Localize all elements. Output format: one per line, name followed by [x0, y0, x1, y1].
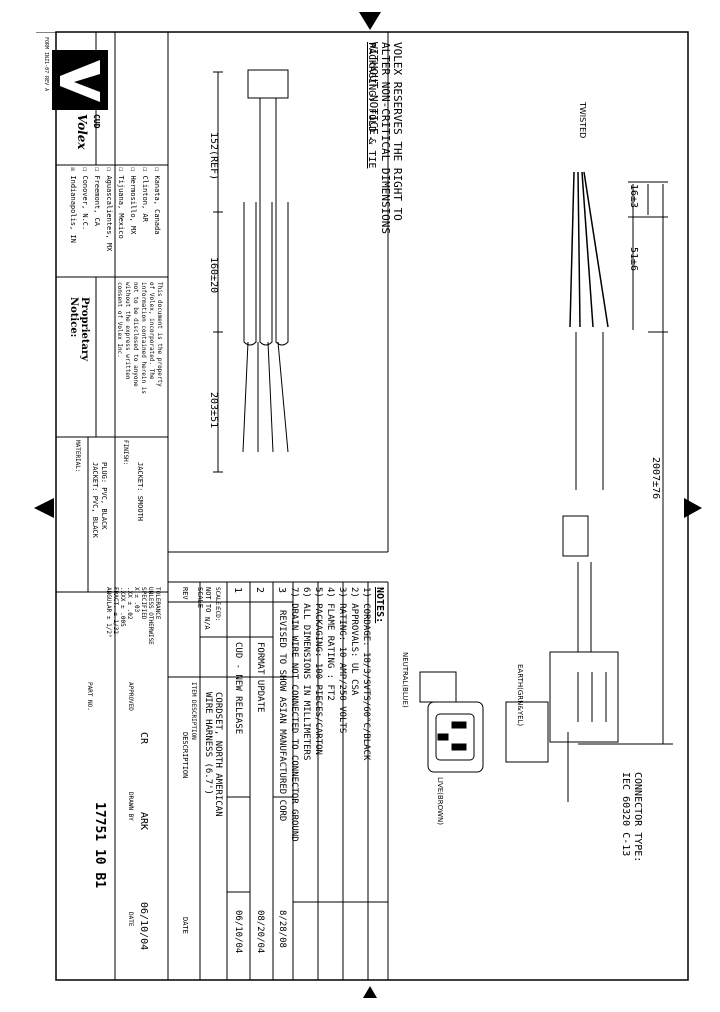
tolerance-block: TOLERANCE UNLESS OTHERWISE SPECIFIED X ±…	[105, 587, 161, 645]
finish-text: JACKET: SMOOTH	[136, 462, 144, 522]
rev-number: 1	[232, 587, 243, 594]
date-value: 06/10/04	[138, 902, 149, 951]
dim-twist: 16±3	[628, 184, 639, 209]
note-item: 7) DRAIN WIRE NOT CONNECTED TO CONNECTOR…	[289, 587, 299, 842]
part-no-label: PART NO.	[86, 682, 93, 711]
top-center-marker	[359, 12, 381, 30]
location-tijuana[interactable]: ☐ Tijuana, Mexico	[117, 167, 125, 239]
location-hermosillo[interactable]: ☐ Hermosillo, MX	[129, 167, 137, 235]
scale-label: SCALE:	[214, 587, 221, 609]
rev-number: 3	[276, 587, 287, 594]
item-desc-label: ITEM DESCRIPTION	[190, 682, 197, 740]
rev-header: REV	[181, 587, 189, 600]
linework	[36, 32, 688, 980]
dim-strip: 51±6	[628, 247, 639, 272]
checkbox-icon: ☐	[93, 167, 101, 172]
date-header: DATE	[181, 917, 189, 934]
proprietary-text: This document is the property of Volex, …	[116, 282, 163, 394]
drawn-by-value: ARK	[138, 812, 149, 831]
checkbox-icon: ☐	[141, 167, 149, 172]
note-item: 1) CORDAGE: 18/3/SVTS/60°C/BLACK	[361, 587, 371, 761]
proprietary-title: Proprietary Notice:	[68, 297, 90, 362]
checkbox-icon: ☐	[105, 167, 113, 172]
item-description: CORDSET, NORTH AMERICAN WIRE HARNESS (6.…	[203, 692, 223, 817]
part-number: 17751 10 B1	[92, 802, 107, 889]
checkbox-icon: ☐	[117, 167, 125, 172]
neutral-wire-label: NEUTRAL(BLUE)	[401, 652, 409, 708]
rev-date: 8/28/08	[277, 910, 287, 948]
note-item: 4) FLAME RATING : FT2	[325, 587, 335, 701]
rev-number: 2	[254, 587, 265, 594]
rev-description: CUD - NEW RELEASE	[233, 642, 243, 735]
checkbox-icon: ☐	[153, 167, 161, 172]
drawn-by-label: DRAWN BY	[127, 792, 134, 821]
desc-header: DESCRIPTION	[181, 732, 189, 779]
volex-logo	[52, 50, 108, 110]
connector-type-label: CONNECTOR TYPE: IEC 60320 C-13	[620, 772, 643, 863]
rev-description: FORMAT UPDATE	[255, 642, 265, 713]
date-label: DATE	[127, 912, 134, 927]
ecd-value: N/A	[203, 617, 211, 630]
location-clinton[interactable]: ☐ Clinton, AR	[141, 167, 149, 222]
location-kanata[interactable]: ☐ Kanata, Canada	[153, 167, 161, 235]
rev-description: REVISED TO SHOW ASIAN MANUFACTURED CORD	[277, 610, 287, 822]
location-conover[interactable]: ☐ Conover, N.C.	[81, 167, 89, 231]
notes-title: NOTES:	[374, 587, 385, 624]
bottom-center-marker	[363, 986, 377, 998]
checkbox-checked-icon: ☒	[69, 167, 77, 172]
rev-date: 08/20/04	[255, 910, 265, 954]
volex-v-mark	[60, 60, 100, 102]
pkg-dim-loop: 160±20	[208, 257, 219, 294]
left-center-marker	[34, 498, 54, 518]
approved-value: CR	[138, 732, 149, 745]
checkbox-icon: ☐	[129, 167, 137, 172]
location-indianapolis[interactable]: ☒ Indianapolis, IN	[69, 167, 77, 243]
material-label: MATERIAL:	[74, 440, 81, 473]
location-aguascalientes[interactable]: ☐ Aguascalientes, MX	[105, 167, 113, 252]
right-center-marker	[684, 498, 702, 518]
checkbox-icon: ☐	[81, 167, 89, 172]
earth-wire-label: EARTH(GRN&YEL)	[516, 664, 524, 727]
rotated-drawing: VOLEX RESERVES THE RIGHT TO ALTER NON-CR…	[36, 32, 688, 980]
note-item: 3) RATING: 10 AMP/250 VOLTS	[337, 587, 347, 734]
note-item: 2) APPROVALS: UL CSA	[349, 587, 359, 696]
logo-sub: CUD	[92, 114, 101, 129]
form-id: FORM INZ1-07 REV A	[43, 37, 49, 92]
note-item: 6) ALL DIMENSIONS IN MILLIMETERS	[301, 587, 311, 761]
ecd-label: ECD:	[214, 607, 221, 622]
dim-overall: 2007±76	[650, 457, 661, 500]
logo-brand: Volex	[75, 114, 89, 150]
pkg-dim-tail: 203±51	[208, 392, 219, 429]
scale-value: NOT TO SCALE	[196, 587, 212, 613]
location-freemont[interactable]: ☐ Freemont, CA	[93, 167, 101, 227]
note-item: 5) PACKAGING: 100 PIECES/CARTON	[313, 587, 323, 755]
approved-label: APPROVED	[127, 682, 134, 711]
finish-label: FINISH:	[122, 440, 129, 466]
material-text: PLUG: PVC, BLACK JACKET: PVC, BLACK	[91, 462, 108, 538]
live-wire-label: LIVE(BROWN)	[436, 777, 444, 825]
pkg-dim-ref: 152(REF)	[208, 132, 219, 181]
twisted-label: TWISTED	[578, 102, 587, 139]
rev-date: 06/10/04	[233, 910, 243, 954]
packaging-header: PACKAGING: FOLD & TIE	[366, 42, 377, 169]
